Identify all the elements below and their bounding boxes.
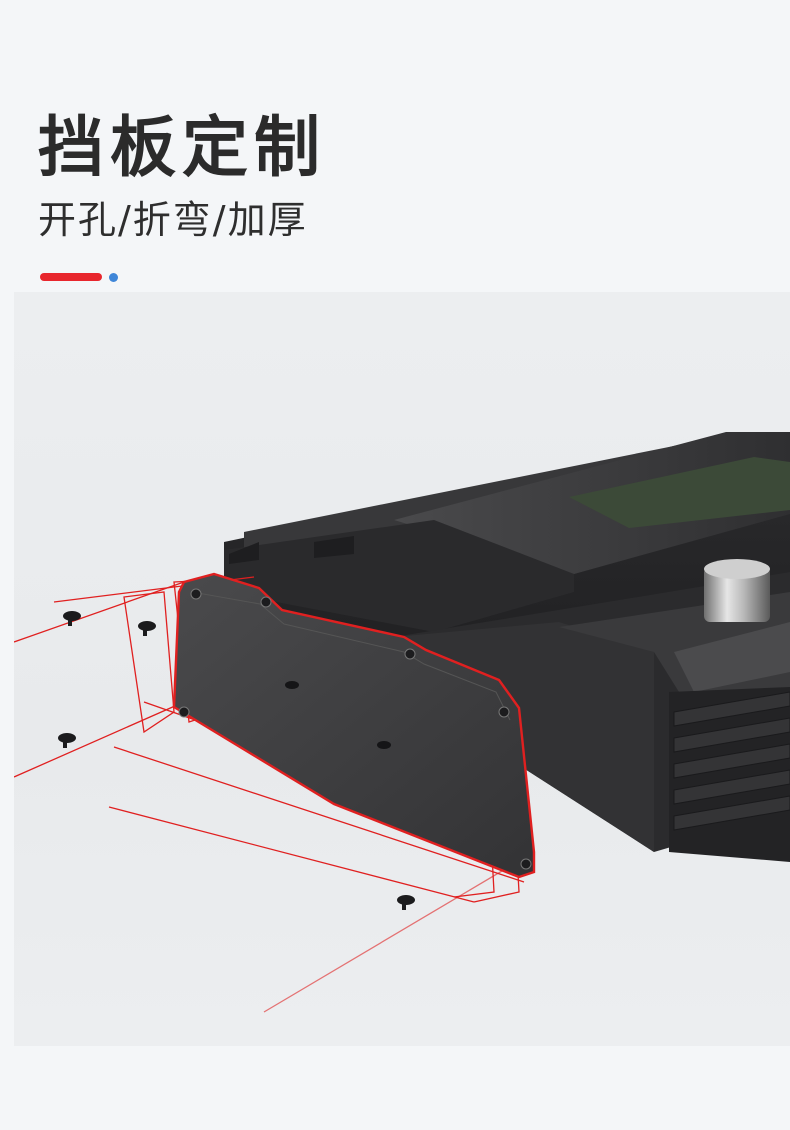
knob [704, 559, 770, 622]
finned-enclosure [559, 592, 790, 862]
product-illustration [14, 292, 790, 1046]
screw-icon [397, 895, 415, 910]
screw-icon [58, 733, 76, 748]
accent-bar [40, 273, 102, 281]
screw-icon [138, 621, 156, 636]
enclosure-render [14, 432, 790, 1013]
screw-icon [63, 611, 81, 626]
page-subtitle: 开孔/折弯/加厚 [38, 198, 308, 242]
screw-icons [58, 611, 415, 910]
header: 挡板定制 开孔/折弯/加厚 [0, 0, 790, 290]
page-title: 挡板定制 [38, 109, 326, 186]
accent-dot [109, 273, 118, 282]
end-plate [172, 572, 536, 879]
bottom-strip [0, 1046, 790, 1130]
